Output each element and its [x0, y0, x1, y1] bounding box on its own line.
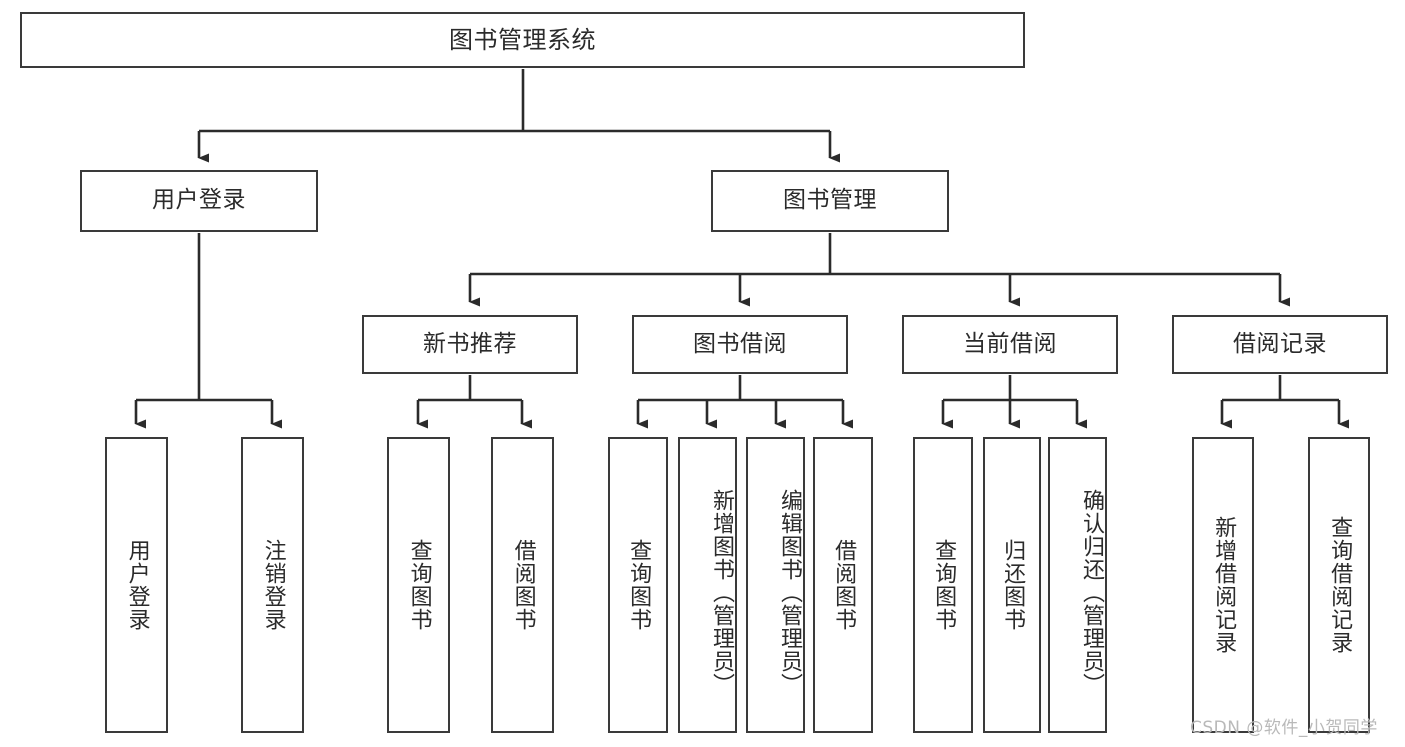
node-book-borrow[interactable]: 图书借阅: [632, 315, 848, 374]
node-label: 借阅记录: [1233, 330, 1327, 357]
node-label: 查询图书: [931, 539, 957, 631]
node-book-management[interactable]: 图书管理: [711, 170, 949, 232]
node-label: 新增借阅记录: [1211, 516, 1237, 654]
node-label: 图书管理: [783, 187, 877, 214]
node-label: 查询图书: [406, 539, 432, 631]
node-label: 借阅图书: [510, 539, 536, 631]
leaf-borrow-book-recommend[interactable]: 借阅图书: [491, 437, 554, 733]
node-current-borrow[interactable]: 当前借阅: [902, 315, 1118, 374]
node-label: 图书管理系统: [449, 25, 596, 54]
leaf-add-book-admin[interactable]: 新增图书（管理员）: [678, 437, 737, 733]
leaf-add-borrow-record[interactable]: 新增借阅记录: [1192, 437, 1254, 733]
node-label: 查询借阅记录: [1327, 516, 1353, 654]
csdn-watermark: CSDN @软件_小贺同学: [1190, 718, 1378, 738]
leaf-logout-login[interactable]: 注销登录: [241, 437, 304, 733]
node-label: 图书借阅: [693, 330, 787, 357]
node-root-system[interactable]: 图书管理系统: [20, 12, 1025, 68]
node-label: 用户登录: [124, 539, 150, 631]
node-label: 借阅图书: [831, 539, 857, 631]
node-label: 归还图书: [1000, 539, 1026, 631]
node-new-book-recommend[interactable]: 新书推荐: [362, 315, 578, 374]
node-label: 查询图书: [626, 539, 652, 631]
leaf-return-book[interactable]: 归还图书: [983, 437, 1041, 733]
leaf-user-login[interactable]: 用户登录: [105, 437, 168, 733]
node-borrow-record[interactable]: 借阅记录: [1172, 315, 1388, 374]
node-label: 确认归还（管理员）: [1079, 488, 1104, 696]
leaf-confirm-return-admin[interactable]: 确认归还（管理员）: [1048, 437, 1107, 733]
node-label: 编辑图书（管理员）: [777, 488, 802, 696]
leaf-query-book-borrow[interactable]: 查询图书: [608, 437, 668, 733]
node-label: 当前借阅: [963, 330, 1057, 357]
leaf-edit-book-admin[interactable]: 编辑图书（管理员）: [746, 437, 805, 733]
node-label: 新增图书（管理员）: [709, 488, 734, 696]
leaf-query-borrow-record[interactable]: 查询借阅记录: [1308, 437, 1370, 733]
node-label: 注销登录: [260, 539, 286, 631]
leaf-query-book-recommend[interactable]: 查询图书: [387, 437, 450, 733]
node-label: 新书推荐: [423, 330, 517, 357]
leaf-borrow-book-borrow[interactable]: 借阅图书: [813, 437, 873, 733]
node-user-login[interactable]: 用户登录: [80, 170, 318, 232]
leaf-query-book-current[interactable]: 查询图书: [913, 437, 973, 733]
node-label: 用户登录: [152, 187, 246, 214]
